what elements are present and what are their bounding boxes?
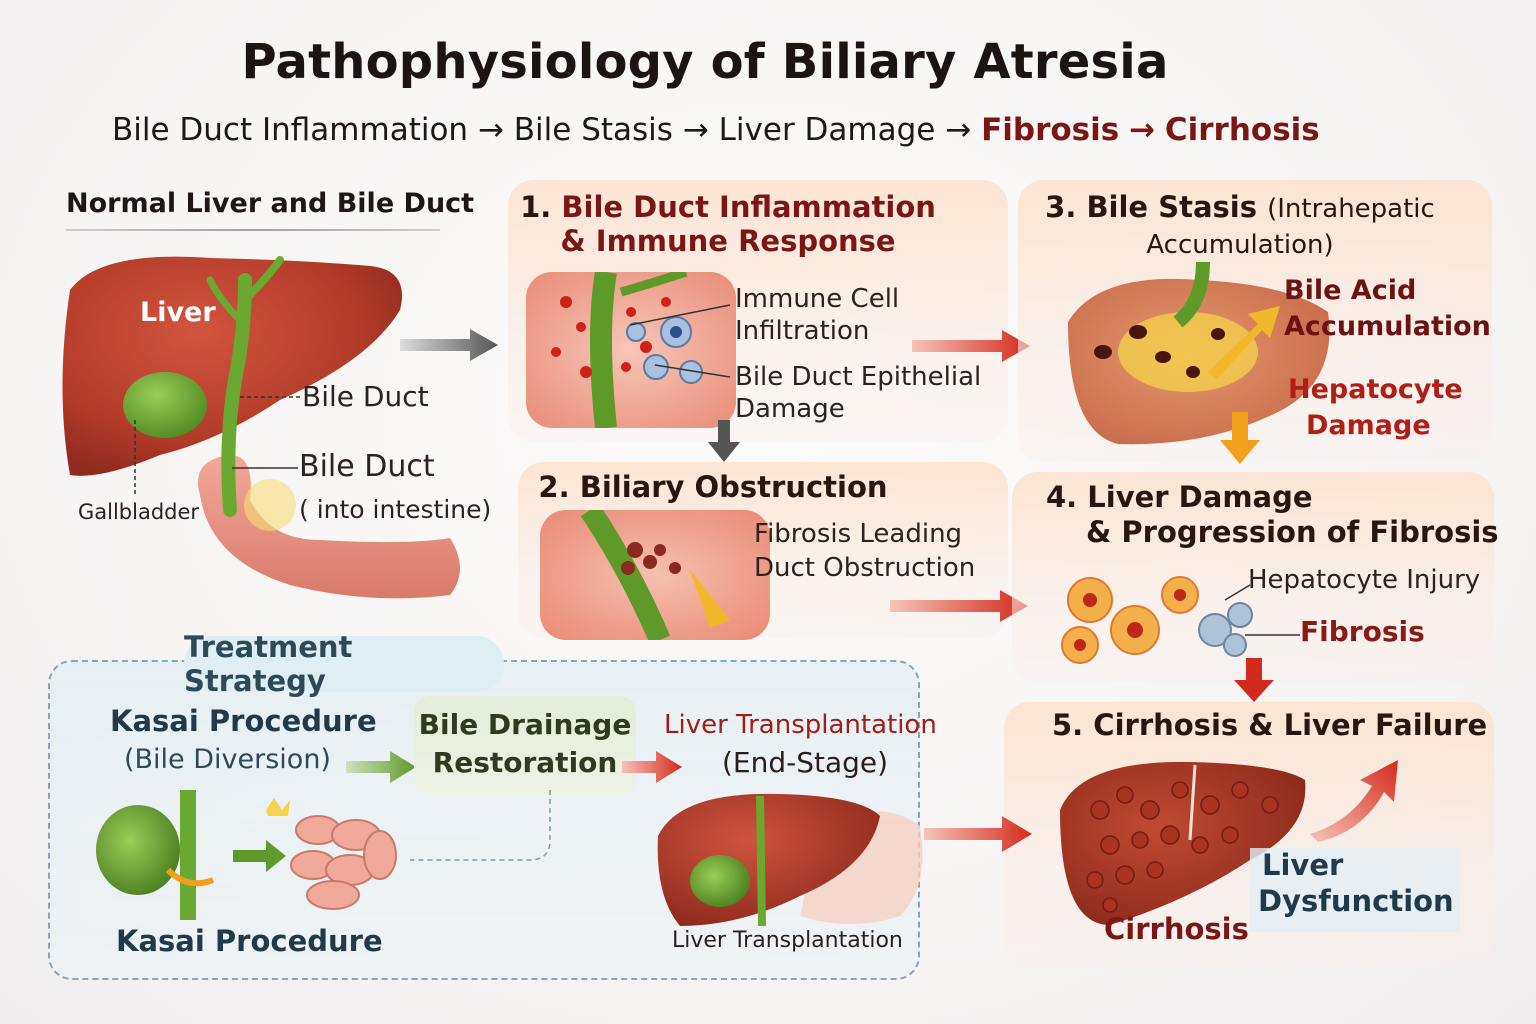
- flow-step-cirrhosis: Cirrhosis: [1164, 112, 1320, 148]
- liver-label: Liver: [140, 297, 216, 328]
- transplant-caption: Liver Transplantation: [672, 928, 903, 953]
- hepatocyte-injury-label: Hepatocyte Injury: [1248, 565, 1481, 595]
- treatment-heading: Treatment Strategy: [184, 630, 504, 698]
- inflammation-illustration: [526, 272, 736, 428]
- into-intestine-label: ( into intestine): [299, 495, 492, 524]
- drainage-label-1: Bile Drainage: [418, 708, 632, 741]
- dysfunction-highlight: [1250, 848, 1460, 932]
- arrow-normal-to-inflammation: [400, 329, 498, 361]
- transplant-label: Liver Transplantation: [664, 710, 937, 740]
- step3-title: 3. Bile Stasis (Intrahepatic Accumulatio…: [1030, 190, 1450, 262]
- cirrhotic-liver-illustration: [1060, 761, 1306, 925]
- step1-title-a: Bile Duct Inflammation: [561, 190, 936, 224]
- arrow-stasis-to-damage: [1220, 412, 1260, 464]
- bile-duct-shape: [221, 273, 252, 517]
- dysfunction-label-1: Liver: [1262, 848, 1344, 882]
- gallbladder-shape: [123, 372, 207, 438]
- hepatocyte-damage-label-1: Hepatocyte: [1288, 374, 1463, 405]
- dysfunction-label-2: Dysfunction: [1258, 884, 1454, 918]
- obstruction-label-1: Fibrosis Leading: [754, 519, 963, 549]
- arrow-inflammation-to-stasis: [912, 330, 1030, 362]
- arrow-drainage-to-transplant: [622, 751, 682, 783]
- intestine-shape: [198, 455, 460, 599]
- flow-arrow: →: [477, 112, 504, 148]
- step4-title-a: 4. Liver Damage: [1046, 480, 1313, 514]
- flow-arrow: →: [945, 112, 972, 148]
- bile-diversion-label: (Bile Diversion): [124, 744, 331, 775]
- step1-number: 1.: [520, 190, 552, 224]
- arrow-transplant-to-cirrhosis: [924, 816, 1032, 852]
- arrow-obstruction-to-fibrosis: [890, 590, 1028, 622]
- flow-step-damage: Liver Damage: [718, 112, 936, 148]
- step1-title: 1. Bile Duct Inflammation & Immune Respo…: [508, 190, 948, 258]
- arrow-inflammation-to-obstruction: [708, 420, 740, 462]
- flow-step-inflammation: Bile Duct Inflammation: [112, 112, 469, 148]
- bile-stasis-illustration: [1068, 262, 1330, 445]
- normal-liver-illustration: [62, 256, 460, 599]
- heading-divider: [66, 229, 440, 231]
- arrow-kasai-to-drainage: [346, 751, 416, 783]
- bile-drainage-box: Bile Drainage Restoration: [414, 696, 636, 796]
- step5-title: 5. Cirrhosis & Liver Failure: [1052, 708, 1488, 742]
- normal-liver-heading: Normal Liver and Bile Duct: [66, 188, 475, 219]
- arrow-to-dysfunction: [1310, 760, 1398, 842]
- step3-title-a: 3. Bile Stasis: [1045, 190, 1257, 224]
- immune-label-1: Immune Cell: [735, 284, 900, 314]
- kasai-label: Kasai Procedure: [110, 704, 377, 738]
- kasai-illustration: [96, 790, 397, 920]
- end-stage-label: (End-Stage): [722, 746, 889, 779]
- flow-step-stasis: Bile Stasis: [513, 112, 673, 148]
- obstruction-illustration: [540, 510, 770, 640]
- step3-title-b: (Intrahepatic: [1267, 194, 1435, 224]
- step1-title-b: & Immune Response: [560, 224, 896, 258]
- step4-title-b: & Progression of Fibrosis: [1086, 515, 1499, 549]
- bile-duct-label: Bile Duct: [302, 380, 429, 413]
- progression-flow: Bile Duct Inflammation → Bile Stasis → L…: [112, 112, 1320, 148]
- flow-arrow: →: [1129, 112, 1156, 148]
- flow-arrow: →: [682, 112, 709, 148]
- bile-acid-label-2: Accumulation: [1284, 311, 1491, 342]
- bile-acid-label-1: Bile Acid: [1284, 275, 1417, 306]
- immune-label-2: Infiltration: [735, 316, 870, 346]
- page-title: Pathophysiology of Biliary Atresia: [241, 34, 1169, 90]
- drainage-label-2: Restoration: [432, 746, 618, 779]
- transplant-illustration: [657, 793, 923, 927]
- fibrosis-illustration: [1061, 576, 1300, 664]
- kasai-caption: Kasai Procedure: [116, 924, 383, 958]
- fibrosis-label: Fibrosis: [1300, 615, 1425, 648]
- obstruction-label-2: Duct Obstruction: [754, 553, 976, 583]
- cirrhosis-label: Cirrhosis: [1104, 912, 1249, 946]
- step2-title: 2. Biliary Obstruction: [538, 470, 888, 504]
- flow-step-fibrosis: Fibrosis: [981, 112, 1120, 148]
- gallbladder-label: Gallbladder: [78, 500, 200, 524]
- step3-title-c: Accumulation): [1146, 230, 1334, 260]
- epithelial-label-2: Damage: [735, 394, 845, 424]
- hepatocyte-damage-label-2: Damage: [1306, 410, 1431, 441]
- arrow-damage-to-cirrhosis: [1234, 658, 1274, 702]
- drainage-connector: [410, 790, 551, 861]
- bile-duct-label-2: Bile Duct: [299, 449, 435, 484]
- epithelial-label-1: Bile Duct Epithelial: [735, 362, 982, 392]
